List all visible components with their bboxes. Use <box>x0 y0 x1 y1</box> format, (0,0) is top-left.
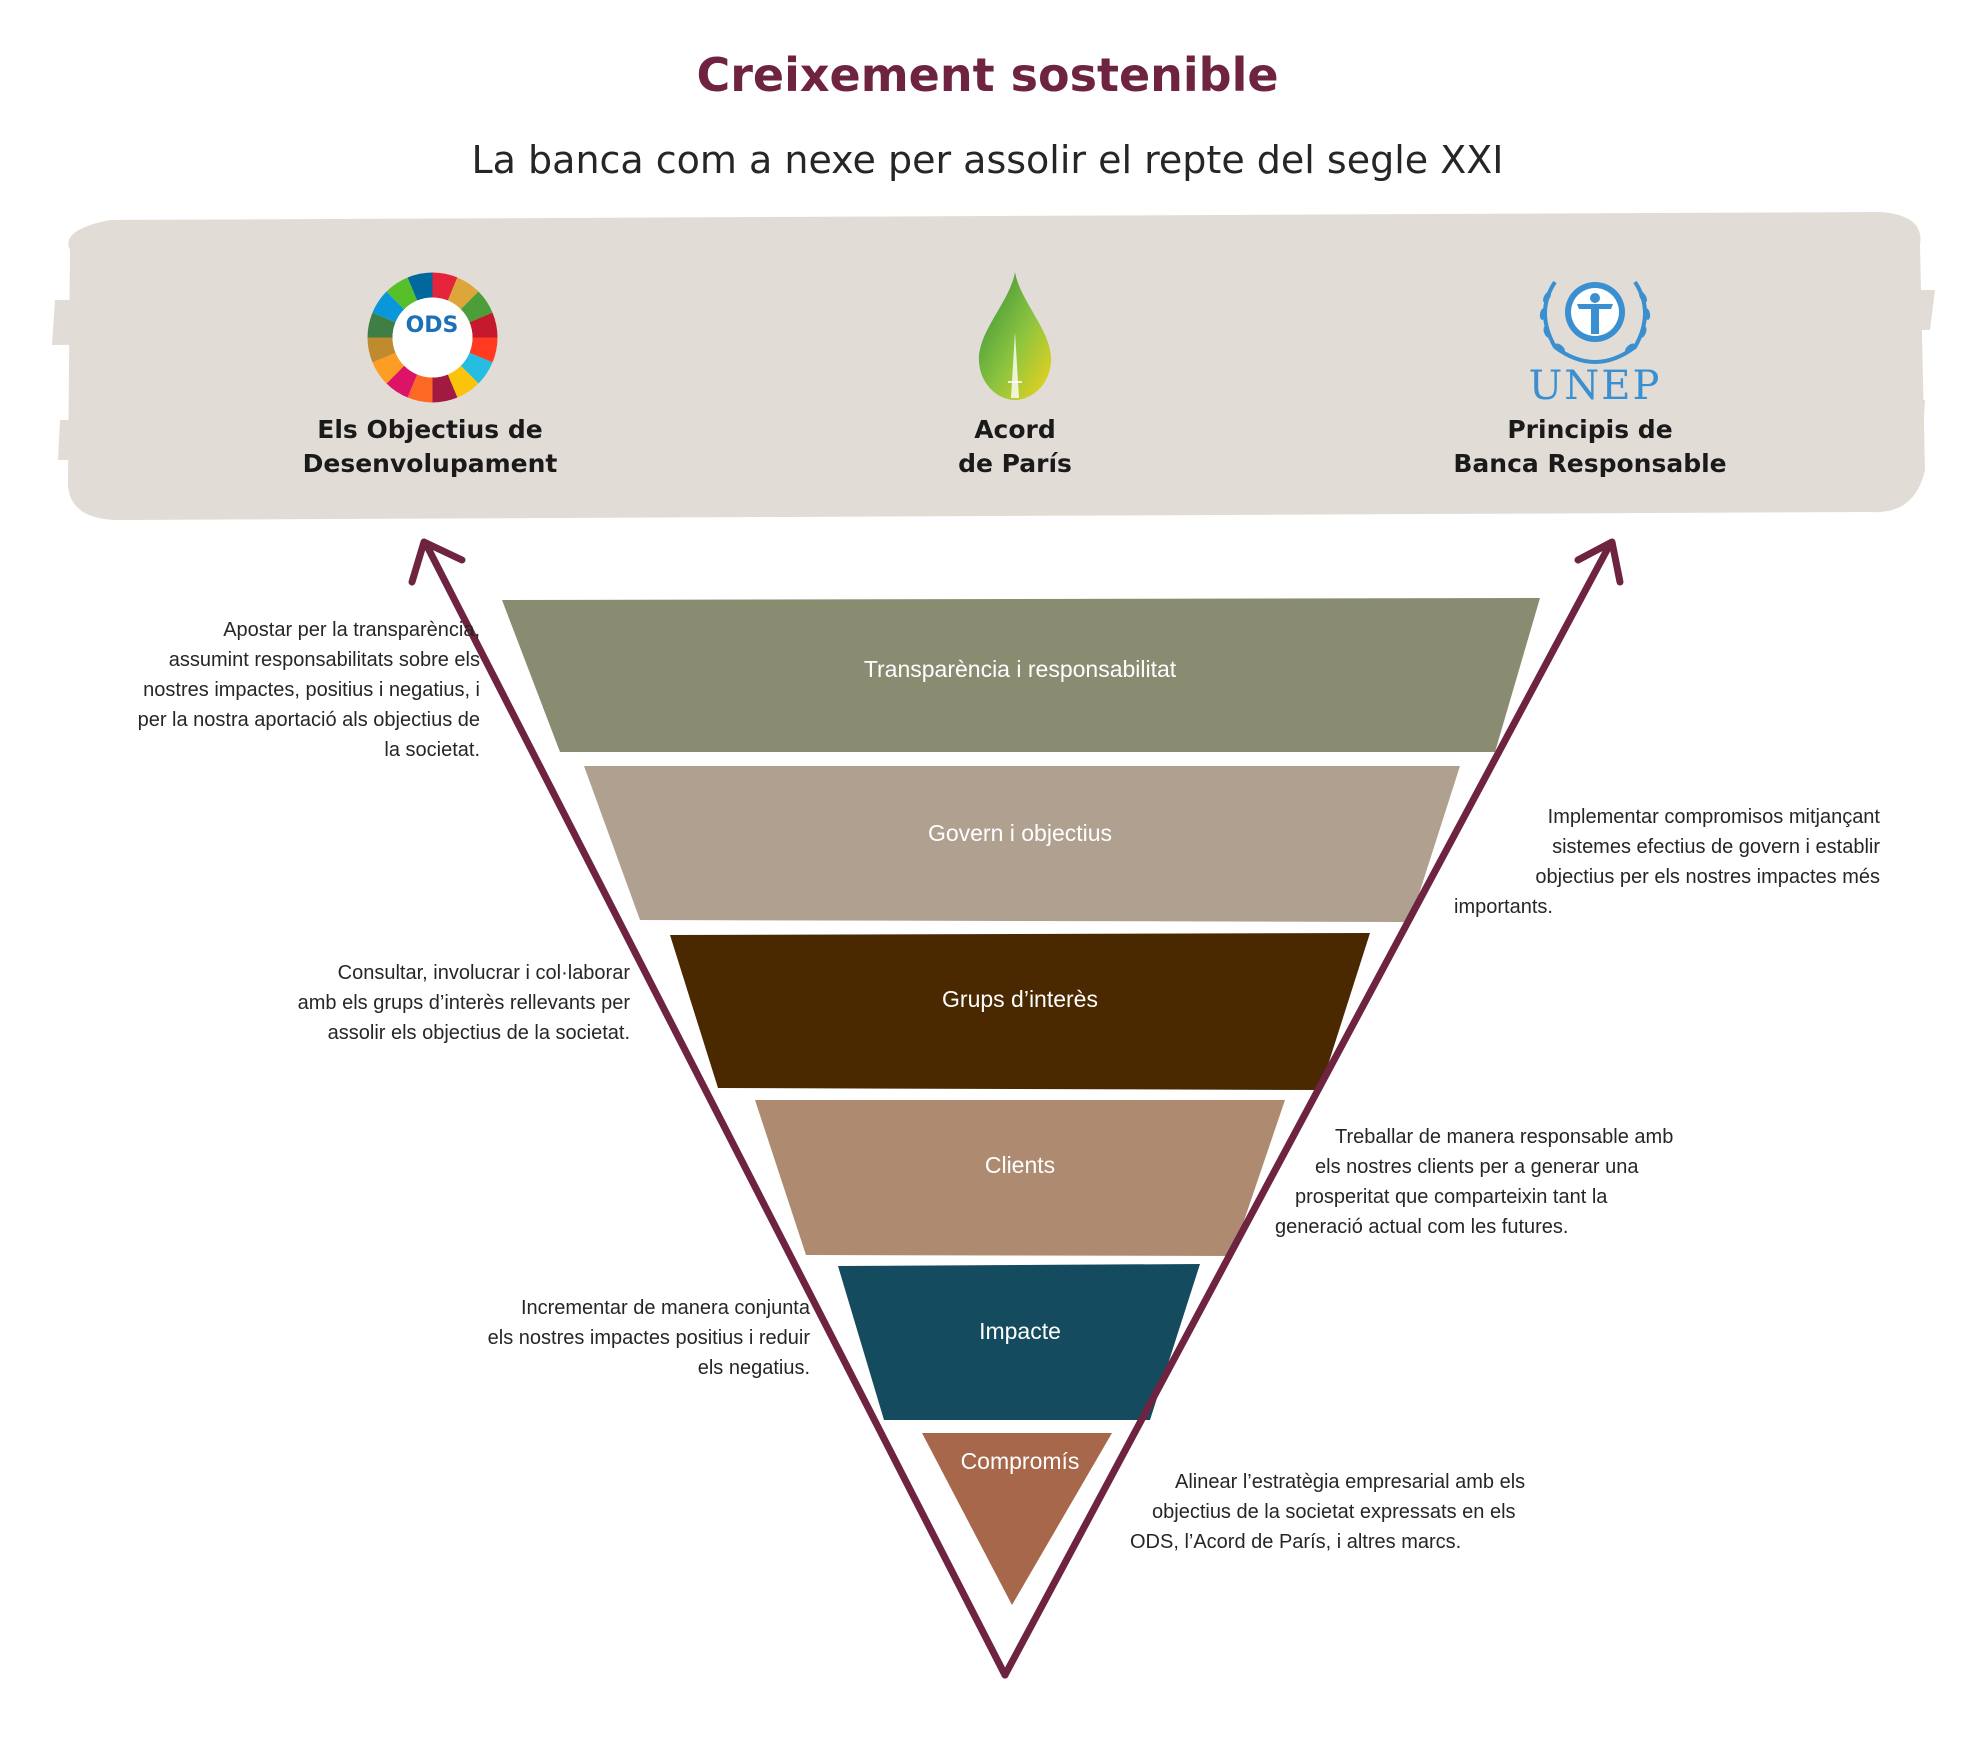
framework-unep-line1: Principis de <box>1507 415 1673 444</box>
band-label-govern: Govern i objectius <box>927 820 1113 846</box>
framework-label-ods: Els Objectius de Desenvolupament <box>250 413 610 481</box>
desc-govern: Implementar compromisos mitjançant siste… <box>1440 802 1880 922</box>
framework-label-unep: Principis de Banca Responsable <box>1410 413 1770 481</box>
page-subtitle: La banca com a nexe per assolir el repte… <box>471 138 1504 182</box>
unep-logo-text: UNEP <box>1528 363 1662 409</box>
ods-logo-text: ODS <box>405 313 459 338</box>
desc-clients-line: Treballar de manera responsable amb <box>1335 1126 1674 1148</box>
unep-laurel-icon <box>1539 280 1651 364</box>
desc-govern-line: objectius per els nostres impactes més <box>1535 866 1880 888</box>
desc-transparencia-line: assumint responsabilitats sobre els <box>168 649 480 671</box>
desc-grups-line: amb els grups d’interès rellevants per <box>297 992 630 1014</box>
right-arrow-head <box>1574 538 1624 586</box>
framework-label-paris: Acord de París <box>835 413 1195 481</box>
band-label-impacte: Impacte <box>979 1318 1061 1344</box>
band-label-clients: Clients <box>984 1152 1056 1178</box>
desc-clients-line: els nostres clients per a generar una <box>1315 1156 1639 1178</box>
desc-transparencia-line: per la nostra aportació als objectius de <box>137 709 480 731</box>
desc-compromis: Alinear l’estratègia empresarial amb els… <box>1130 1467 1650 1557</box>
page-title: Creixement sostenible <box>696 48 1279 102</box>
desc-impacte-line: els nostres impactes positius i reduir <box>487 1327 810 1349</box>
band-grups-shape <box>670 933 1370 1090</box>
right-arrow-line <box>1001 544 1612 1679</box>
band-label-compromis: Compromís <box>960 1448 1080 1474</box>
band-transparencia-shape <box>502 598 1540 752</box>
framework-paris-line2: de París <box>958 449 1072 478</box>
left-arrow-head <box>408 538 466 586</box>
desc-compromis-line: objectius de la societat expressats en e… <box>1152 1501 1516 1523</box>
desc-govern-line: importants. <box>1454 896 1553 918</box>
desc-grups-line: Consultar, involucrar i col·laborar <box>337 962 630 984</box>
desc-impacte-line: els negatius. <box>697 1357 810 1379</box>
desc-clients: Treballar de manera responsable amb els … <box>1275 1122 1745 1242</box>
desc-transparencia-line: Apostar per la transparència, <box>223 619 480 641</box>
desc-clients-line: generació actual com les futures. <box>1275 1216 1569 1238</box>
band-govern-shape <box>584 766 1460 922</box>
framework-paris-line1: Acord <box>974 415 1056 444</box>
desc-transparencia-line: la societat. <box>384 739 480 761</box>
desc-clients-line: prosperitat que comparteixin tant la <box>1295 1186 1608 1208</box>
band-label-transparencia: Transparència i responsabilitat <box>863 656 1177 682</box>
desc-compromis-line: Alinear l’estratègia empresarial amb els <box>1175 1471 1526 1493</box>
desc-govern-line: Implementar compromisos mitjançant <box>1547 806 1880 828</box>
desc-transparencia: Apostar per la transparència, assumint r… <box>40 615 480 765</box>
desc-grups: Consultar, involucrar i col·laborar amb … <box>170 958 630 1048</box>
framework-unep-line2: Banca Responsable <box>1453 449 1727 478</box>
framework-ods-line1: Els Objectius de <box>317 415 543 444</box>
desc-impacte: Incrementar de manera conjunta els nostr… <box>340 1293 810 1383</box>
band-compromis-shape <box>922 1433 1112 1605</box>
desc-govern-line: sistemes efectius de govern i establir <box>1552 836 1880 858</box>
desc-transparencia-line: nostres impactes, positius i negatius, i <box>143 679 480 701</box>
left-arrow-line <box>424 544 1009 1679</box>
leaf-drop-icon <box>978 272 1052 400</box>
desc-grups-line: assolir els objectius de la societat. <box>327 1022 630 1044</box>
sdg-wheel-icon <box>367 272 498 403</box>
band-label-grups: Grups d’interès <box>942 986 1098 1012</box>
desc-compromis-line: ODS, l’Acord de París, i altres marcs. <box>1130 1531 1462 1553</box>
band-impacte-shape <box>838 1264 1200 1420</box>
band-clients-shape <box>755 1100 1285 1256</box>
desc-impacte-line: Incrementar de manera conjunta <box>520 1297 810 1319</box>
framework-ods-line2: Desenvolupament <box>302 449 558 478</box>
